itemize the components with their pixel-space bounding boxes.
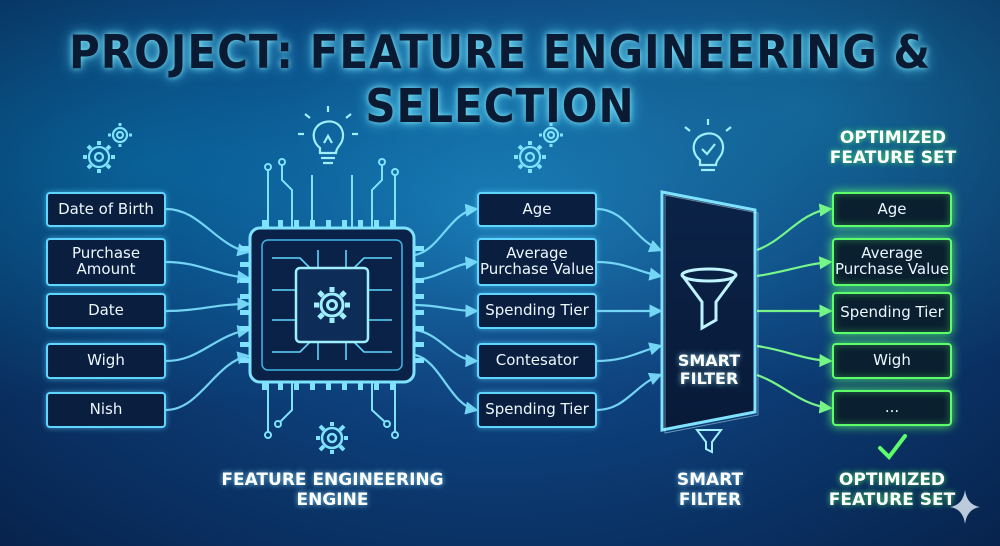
gear-icon [314,287,350,323]
funnel-icon [695,429,723,454]
lightbulb-icon [298,106,358,165]
optimized-feature-set-label: OPTIMIZED FEATURE SET [828,470,956,510]
input-to-engine-arrows [165,207,251,412]
input-feature-box: Purchase Amount [46,238,166,286]
gears-icon [514,123,563,173]
engineered-feature-box: Spending Tier [477,293,597,329]
gears-icon [83,123,132,173]
smart-filter-panel [660,190,759,434]
input-feature-box: Date of Birth [46,192,166,227]
optimized-feature-box: Spending Tier [832,292,952,334]
filter-to-output-arrows [756,203,833,414]
engineered-feature-box: Average Purchase Value [477,238,597,286]
engineered-feature-box: Contesator [477,343,597,379]
input-feature-box: Date [46,293,166,329]
filter-panel-label: SMART FILTER [677,351,741,389]
engineered-feature-box: Spending Tier [477,392,597,428]
input-feature-box: Nish [46,392,166,428]
optimized-feature-box: Age [832,192,952,227]
optimized-feature-set-heading: OPTIMIZED FEATURE SET [829,128,957,168]
feature-to-filter-arrows [596,207,663,412]
engineered-feature-box: Age [477,192,597,227]
optimized-feature-box: ... [832,390,952,426]
checkmark-icon [878,434,907,461]
filter-label: SMART FILTER [676,470,744,510]
page-title: PROJECT: FEATURE ENGINEERING & SELECTION [68,25,932,133]
input-feature-box: Wigh [46,343,166,379]
engine-to-feature-arrows [414,203,479,415]
funnel-icon [680,267,738,331]
optimized-feature-box: Average Purchase Value [832,238,952,286]
chip-icon [240,158,424,439]
optimized-feature-box: Wigh [832,343,952,379]
lightbulb-check-icon [684,119,732,172]
gear-icon [316,422,348,454]
engine-label: FEATURE ENGINEERING ENGINE [221,470,444,510]
sparkle-icon [950,490,980,524]
